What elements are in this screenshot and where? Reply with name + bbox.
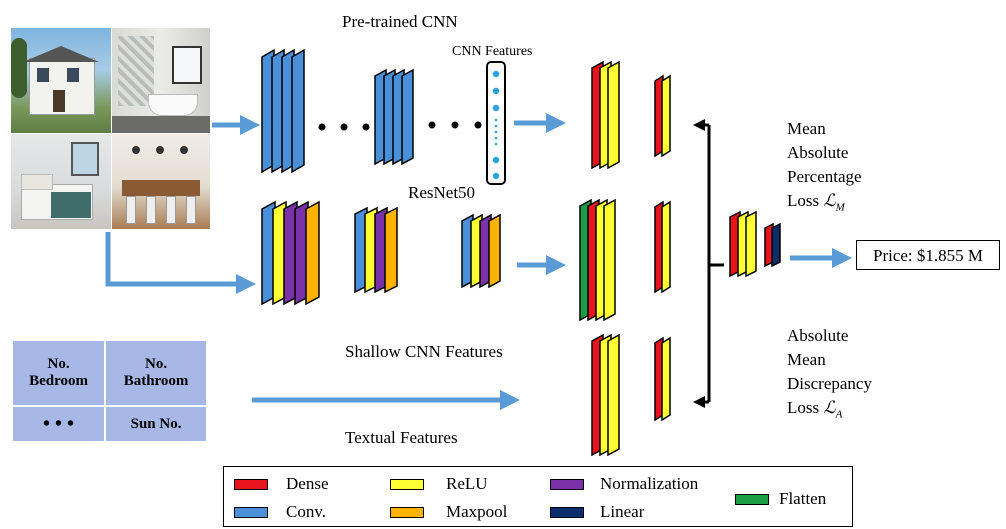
bathroom-photo [112,28,210,133]
legend-label-relu: ReLU [446,474,488,493]
feature-vector-dot [492,87,500,95]
head-mid-2-relu-layer [661,200,671,294]
head-bot-1-relu-layer [607,333,620,457]
ellipsis-dot [362,123,370,131]
sun-no-cell: Sun No. [106,407,206,441]
textual-features-table: No. Bedroom No. Bathroom • • • Sun No. [11,339,208,443]
arrow-images-to-resnet [105,232,256,294]
cnn-features-label: CNN Features [452,44,533,59]
legend-label-conv: Conv. [286,502,326,521]
legend-label-dense: Dense [286,474,329,493]
pretrained-block2-conv-layer [401,68,414,166]
loss-a-line2: Mean [787,350,826,369]
pretrained-cnn-title: Pre-trained CNN [342,12,458,31]
legend-label-normalization: Normalization [600,474,699,493]
ellipsis-dot [428,121,436,129]
loss-a-line1: Absolute [787,326,849,345]
legend: Dense ReLU Normalization Flatten Conv. M… [223,466,853,527]
ellipsis-dot [474,121,482,129]
head-mid-1-relu-layer [603,198,616,322]
legend-swatch-linear [550,507,584,518]
fusion-2-linear-layer [771,222,781,268]
legend-label-maxpool: Maxpool [446,502,508,521]
loss-m-line4: Loss ℒM [787,191,845,214]
legend-label-flatten: Flatten [779,489,827,508]
resnet-block2-maxpool-layer [384,206,398,294]
legend-swatch-conv [234,507,268,518]
loss-m-text: Mean Absolute Percentage Loss ℒM [787,117,862,219]
legend-swatch-maxpool [390,507,424,518]
cnn-feature-vector [486,61,506,185]
loss-a-line4: Loss ℒA [787,398,843,421]
textual-features-label: Textual Features [345,428,458,447]
head-top-2-relu-layer [661,74,671,158]
feature-vector-ellipsis-dot [494,136,498,140]
feature-vector-dot [492,156,500,164]
loss-m-line3: Percentage [787,167,862,186]
loss-a-text: Absolute Mean Discrepancy Loss ℒA [787,324,872,426]
legend-label-linear: Linear [600,502,645,521]
ellipsis-dot [318,123,326,131]
loss-m-line2: Absolute [787,143,849,162]
legend-swatch-normalization [550,479,584,490]
resnet-block3-maxpool-layer [488,213,501,289]
shallow-cnn-features-label: Shallow CNN Features [345,342,503,361]
resnet50-label: ResNet50 [408,183,476,202]
legend-swatch-dense [234,479,268,490]
dining-room-photo [112,134,210,229]
feature-vector-ellipsis-dot [494,124,498,128]
feature-vector-ellipsis-dot [494,142,498,146]
feature-vector-dot [492,172,500,180]
loss-m-line1: Mean [787,119,826,138]
fusion-1-relu-layer [745,210,757,278]
feature-vector-dot [492,104,500,112]
feature-vector-ellipsis-dot [494,130,498,134]
price-output-box: Price: $1.855 M [856,240,1000,270]
legend-swatch-relu [390,479,424,490]
ellipsis-dot [340,123,348,131]
ellipsis-cell: • • • [13,407,105,441]
head-bot-2-relu-layer [661,336,671,422]
feature-vector-ellipsis-dot [494,118,498,122]
legend-swatch-flatten [735,494,769,505]
head-top-1-relu-layer [607,60,620,170]
loss-a-line3: Discrepancy [787,374,872,393]
house-exterior-photo [11,28,111,133]
ellipsis-dot [451,121,459,129]
feature-vector-dot [492,70,500,78]
bedroom-cell: No. Bedroom [13,341,105,406]
resnet-block1-maxpool-layer [305,200,320,306]
pretrained-block1-conv-layer [291,48,305,174]
bedroom-photo [11,134,111,229]
bathroom-cell: No. Bathroom [106,341,206,406]
